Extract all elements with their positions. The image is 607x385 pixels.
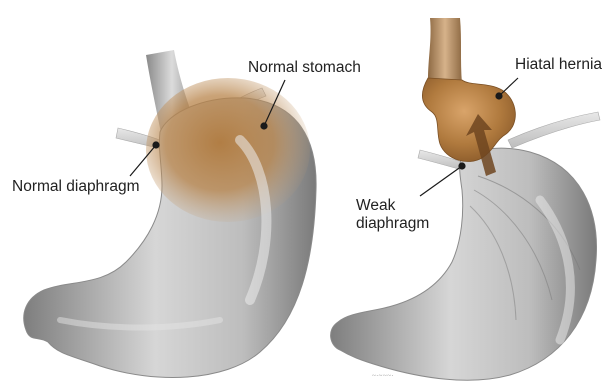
normal-stomach-figure xyxy=(24,50,316,378)
weak-diaphragm-right xyxy=(508,112,600,148)
normal-stomach-fundus-tint xyxy=(146,78,310,222)
hernia-stomach-body xyxy=(331,148,597,380)
weak-diaphragm-label-line2: diaphragm xyxy=(356,214,429,233)
normal-diaphragm-label: Normal diaphragm xyxy=(12,177,140,196)
normal-stomach-label: Normal stomach xyxy=(248,58,361,77)
weak-diaphragm-label-line1: Weak xyxy=(356,196,395,215)
hernia-esophagus xyxy=(428,18,462,84)
hiatal-hernia-label: Hiatal hernia xyxy=(515,55,602,74)
artist-signature: ~·~~~· xyxy=(372,372,394,380)
weak-diaphragm-leader xyxy=(420,163,465,196)
